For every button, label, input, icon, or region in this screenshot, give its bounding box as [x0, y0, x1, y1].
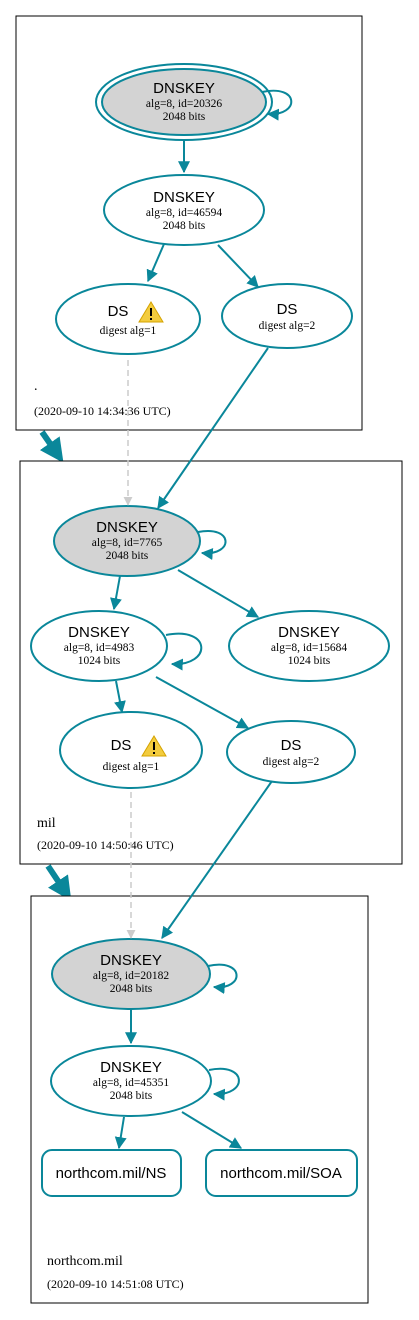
ds-ellipse [59, 711, 203, 789]
ds-node[interactable]: DS digest alg=2 [221, 283, 353, 349]
rrset-box [205, 1149, 358, 1197]
ds-detail: digest alg=2 [259, 320, 316, 332]
ds-title: DS [108, 303, 129, 320]
dnskey-bits: 1024 bits [78, 655, 121, 667]
dnskey-title: DNSKEY [96, 519, 158, 536]
zone-name: . [34, 379, 38, 394]
zone-name: northcom.mil [47, 1254, 123, 1269]
dnskey-bits: 2048 bits [163, 220, 206, 232]
dnskey-bits: 2048 bits [106, 550, 149, 562]
dnskey-bits: 2048 bits [163, 111, 206, 123]
dnskey-node[interactable]: DNSKEY alg=8, id=20326 2048 bits [95, 63, 273, 141]
dnskey-sep-ellipse [53, 505, 201, 577]
rrset-node[interactable]: northcom.mil/SOA [205, 1149, 358, 1197]
self-sign-loop [261, 89, 293, 121]
dnskey-detail: alg=8, id=7765 [92, 537, 163, 549]
dnskey-sep-inner [101, 68, 267, 136]
dnskey-detail: alg=8, id=45351 [93, 1077, 169, 1089]
edge-ds-to-dnskey [157, 347, 269, 509]
edge-zsk-to-ds1 [114, 680, 126, 714]
edge-ksk-to-zsk [177, 569, 260, 618]
dnskey-bits: 2048 bits [110, 983, 153, 995]
dnskey-node[interactable]: DNSKEY alg=8, id=45351 2048 bits [50, 1045, 212, 1117]
zone-name: mil [37, 816, 56, 831]
dnskey-bits: 1024 bits [288, 655, 331, 667]
edge-ksk-to-zsk [110, 575, 122, 611]
edge-ds-to-dnskey [161, 780, 273, 939]
ds-ellipse [221, 283, 353, 349]
rrset-box [41, 1149, 182, 1197]
zone-root: DNSKEY alg=8, id=20326 2048 bits DNSKEY … [15, 15, 363, 431]
dnskey-node[interactable]: DNSKEY alg=8, id=4983 1024 bits [30, 610, 168, 682]
ds-detail: digest alg=2 [263, 756, 320, 768]
dnskey-detail: alg=8, id=20326 [146, 98, 222, 110]
ds-node[interactable]: DS digest alg=2 [226, 720, 356, 784]
ds-node[interactable]: DS digest alg=1 [59, 711, 203, 789]
dnskey-ellipse [30, 610, 168, 682]
rrset-label: northcom.mil/SOA [220, 1165, 342, 1182]
ds-ellipse [55, 283, 201, 355]
zone-mil: DNSKEY alg=8, id=7765 2048 bits DNSKEY a… [19, 460, 403, 865]
ds-title: DS [111, 737, 132, 754]
ds-ellipse [226, 720, 356, 784]
dnskey-detail: alg=8, id=15684 [271, 642, 347, 654]
self-sign-loop [197, 529, 227, 560]
ds-detail: digest alg=1 [103, 761, 160, 773]
dnskey-title: DNSKEY [68, 624, 130, 641]
self-sign-loop [207, 963, 238, 995]
dnskey-detail: alg=8, id=20182 [93, 970, 169, 982]
self-sign-loop [208, 1067, 240, 1101]
dnskey-title: DNSKEY [153, 189, 215, 206]
warning-icon [141, 735, 167, 757]
dnskey-ellipse [103, 174, 265, 246]
dnskey-node[interactable]: DNSKEY alg=8, id=7765 2048 bits [53, 505, 201, 577]
zone-northcom-mil: DNSKEY alg=8, id=20182 2048 bits DNSKEY … [30, 895, 369, 1304]
dnskey-node[interactable]: DNSKEY alg=8, id=20182 2048 bits [51, 938, 211, 1010]
delegation-arrow [39, 430, 64, 463]
dnskey-node[interactable]: DNSKEY alg=8, id=46594 2048 bits [103, 174, 265, 246]
ds-title: DS [277, 301, 298, 318]
delegation-arrow [45, 864, 72, 901]
rrset-label: northcom.mil/NS [56, 1165, 167, 1182]
dnskey-title: DNSKEY [100, 952, 162, 969]
edge-zsk-to-rrset [114, 1116, 127, 1150]
rrset-node[interactable]: northcom.mil/NS [41, 1149, 182, 1197]
warning-icon [138, 301, 164, 323]
dnskey-bits: 2048 bits [110, 1090, 153, 1102]
edge-zsk-to-ds1 [146, 243, 165, 283]
edge-zsk-to-ds2 [155, 676, 250, 729]
dnskey-ellipse [50, 1045, 212, 1117]
dnskey-ellipse [228, 610, 390, 682]
zone-timestamp: (2020-09-10 14:51:08 UTC) [47, 1277, 184, 1291]
dnskey-title: DNSKEY [153, 80, 215, 97]
edge-zsk-to-rrset [181, 1111, 243, 1149]
edge-zsk-to-ds2 [217, 244, 259, 288]
ds-detail: digest alg=1 [100, 325, 157, 337]
dnskey-detail: alg=8, id=46594 [146, 207, 222, 219]
dnskey-title: DNSKEY [278, 624, 340, 641]
dnskey-title: DNSKEY [100, 1059, 162, 1076]
ds-node[interactable]: DS digest alg=1 [55, 283, 201, 355]
self-sign-loop [165, 632, 203, 671]
dnskey-node[interactable]: DNSKEY alg=8, id=15684 1024 bits [228, 610, 390, 682]
zone-timestamp: (2020-09-10 14:34:36 UTC) [34, 404, 171, 418]
zone-timestamp: (2020-09-10 14:50:46 UTC) [37, 838, 174, 852]
ds-title: DS [281, 737, 302, 754]
dnskey-detail: alg=8, id=4983 [64, 642, 135, 654]
